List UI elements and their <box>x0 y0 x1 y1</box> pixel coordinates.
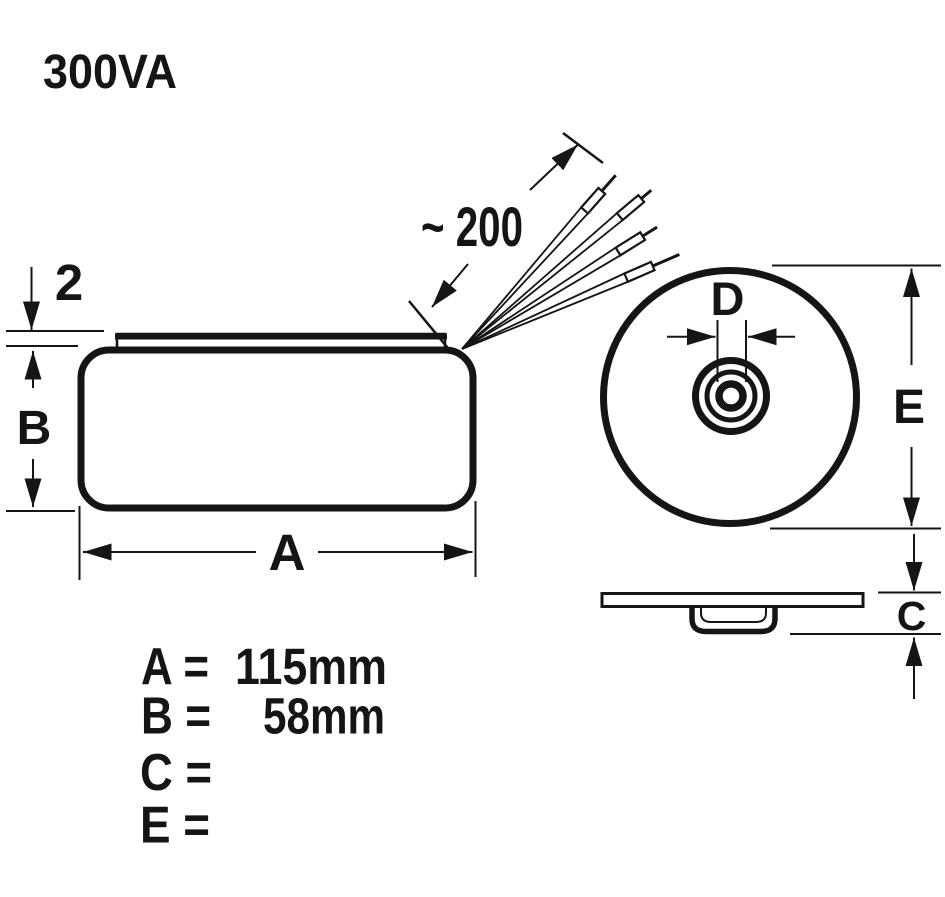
wire-sleeve <box>615 193 646 222</box>
tick-bottom <box>408 300 449 349</box>
wire-4 <box>461 253 680 350</box>
wire-tip <box>600 174 617 192</box>
page-title: 300VA <box>43 46 177 99</box>
tick-top <box>562 132 604 164</box>
wire-3 <box>461 225 658 350</box>
dim-c-label: C <box>897 593 927 639</box>
legend-row-a: A = 115mm <box>141 638 387 696</box>
legend-label: E = <box>140 797 210 855</box>
dim-plate-thickness-label: 2 <box>55 254 83 311</box>
dim-b: B <box>6 402 75 512</box>
mounting-dish-outer <box>689 607 778 635</box>
dim-e: E <box>770 264 941 530</box>
dim-a: A <box>78 501 477 581</box>
hub-middle-ring <box>704 369 758 423</box>
dim-plate-thickness: 2 <box>6 254 104 388</box>
dim-a-label: A <box>269 524 306 581</box>
top-view: D E <box>600 264 941 530</box>
side-view: 2 B A ~ 200 <box>6 132 680 581</box>
arrow-upright <box>529 143 579 191</box>
legend-value: 115mm <box>235 638 387 695</box>
dim-wire-length: ~ 200 <box>408 132 604 349</box>
dim-wire-length-label: ~ 200 <box>421 195 523 258</box>
legend-row-c: C = <box>140 744 212 802</box>
wire-sleeve <box>622 260 656 284</box>
legend-row-e: E = <box>140 797 210 855</box>
dim-c: C <box>790 534 941 699</box>
wire-sleeve <box>579 186 607 215</box>
profile-view: C <box>600 534 941 699</box>
wires <box>461 174 680 350</box>
legend-value: 58mm <box>263 688 385 745</box>
dim-d-label: D <box>711 272 745 325</box>
wire-2 <box>461 189 653 350</box>
wire-1 <box>461 174 617 350</box>
legend-label: B = <box>141 688 211 746</box>
wire-tip <box>640 189 653 200</box>
legend-label: A = <box>141 638 209 696</box>
legend: A = 115mm B = 58mm C = E = <box>140 638 387 855</box>
hub-center-hole <box>715 380 747 412</box>
dim-d: D <box>667 272 795 382</box>
wire-tip <box>652 253 680 268</box>
legend-row-b: B = 58mm <box>141 688 385 746</box>
profile-plate <box>600 592 865 608</box>
dim-b-label: B <box>17 402 52 455</box>
arrow-downleft <box>431 263 469 308</box>
wire-tip <box>641 225 658 238</box>
side-view-body <box>77 346 477 512</box>
dim-e-label: E <box>893 381 925 434</box>
legend-label: C = <box>140 744 212 802</box>
mounting-dish-inner <box>700 608 767 623</box>
wire-sleeve <box>614 230 647 257</box>
